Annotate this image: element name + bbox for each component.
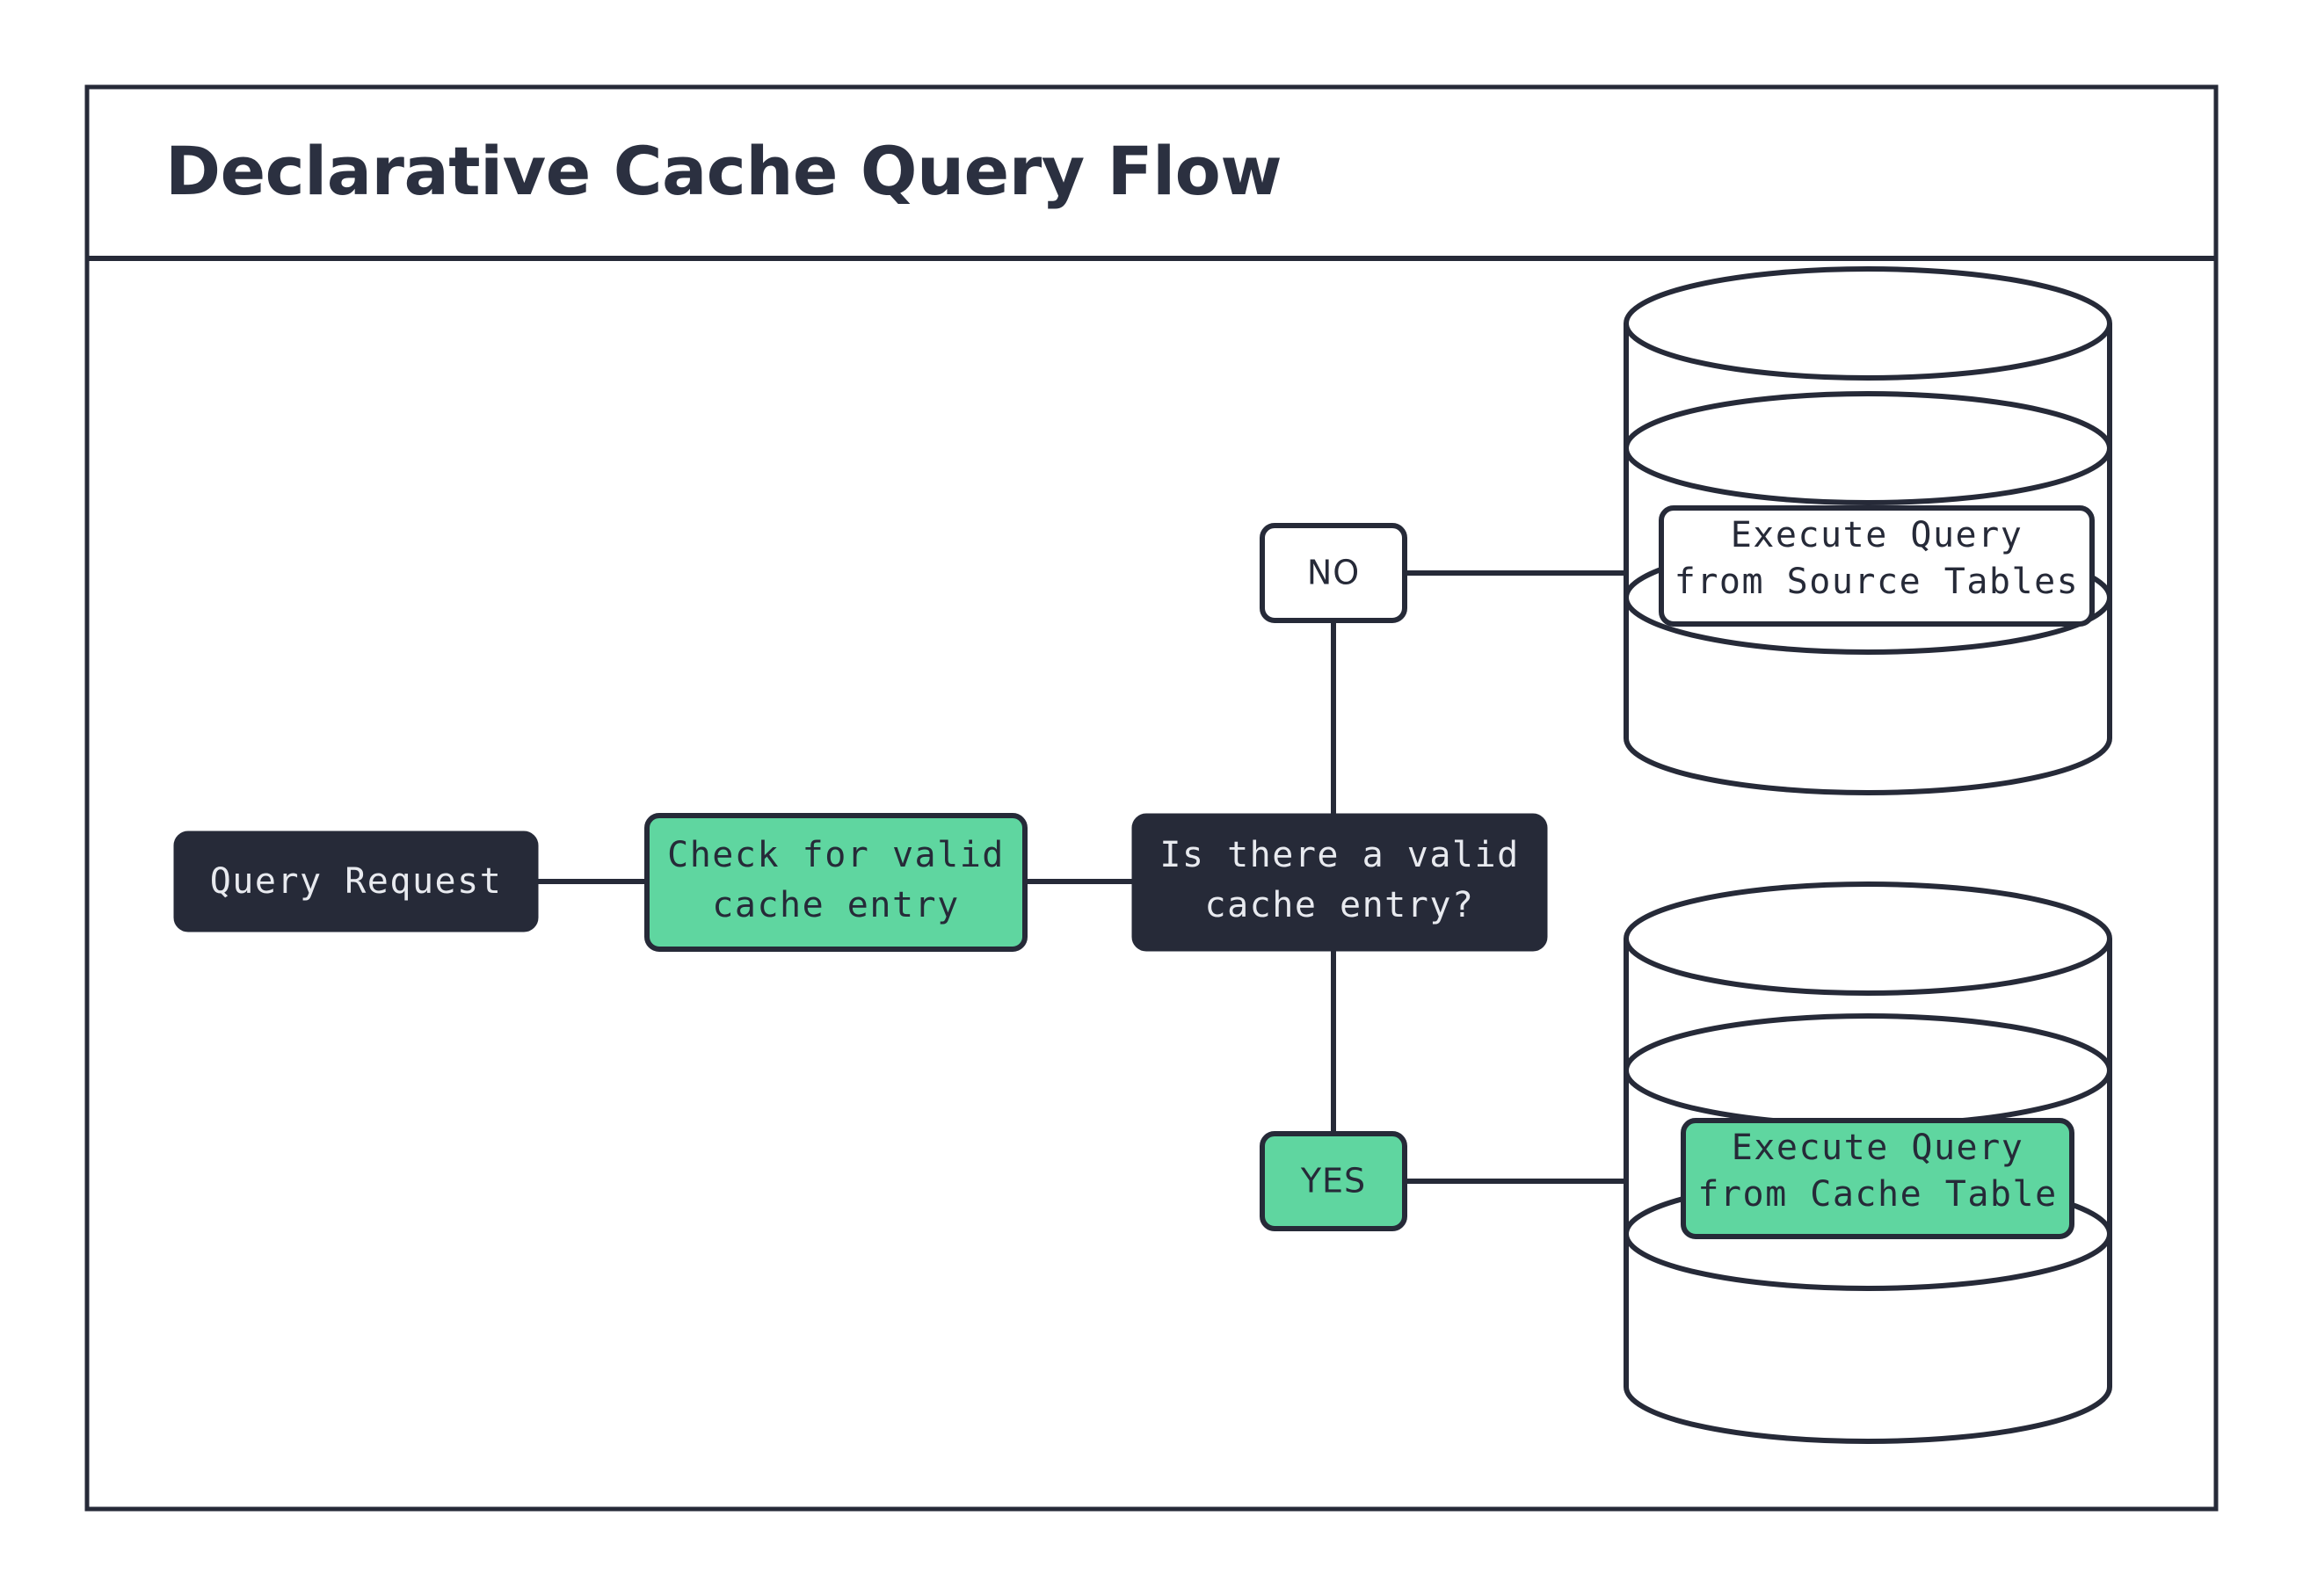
check-cache-box[interactable]: [644, 813, 1028, 952]
cache-table-db-node[interactable]: Execute Query from Cache Table: [1681, 1118, 2074, 1239]
yes-label-text: YES: [1300, 1162, 1366, 1201]
cache-table-db-label-line2: from Cache Table: [1697, 1174, 2057, 1215]
decision-label-line2: cache entry?: [1205, 885, 1475, 925]
cache-table-db-box[interactable]: [1681, 1118, 2074, 1239]
source-tables-db-label-line2: from Source Tables: [1675, 562, 2079, 602]
decision-node[interactable]: Is there a valid cache entry?: [1131, 813, 1548, 952]
query-request-node[interactable]: Query Request: [173, 831, 539, 932]
check-cache-node[interactable]: Check for valid cache entry: [644, 813, 1028, 952]
edge-label-no[interactable]: NO: [1260, 523, 1407, 623]
page-title: Declarative Cache Query Flow: [165, 132, 1282, 210]
query-request-box[interactable]: [173, 831, 539, 932]
source-tables-db-node[interactable]: Execute Query from Source Tables: [1659, 505, 2095, 627]
no-label-box[interactable]: [1260, 523, 1407, 623]
decision-box[interactable]: [1131, 813, 1548, 952]
source-tables-db-label-line1: Execute Query: [1731, 515, 2023, 555]
diagram-frame: [84, 84, 2219, 1512]
source-tables-db-box[interactable]: [1659, 505, 2095, 627]
query-request-label: Query Request: [210, 861, 503, 902]
cache-table-cylinder: [1624, 881, 2112, 1444]
no-label-text: NO: [1307, 554, 1360, 592]
check-cache-label-line2: cache entry: [712, 885, 959, 925]
source-tables-cylinder: [1624, 266, 2112, 795]
yes-label-box[interactable]: [1260, 1131, 1407, 1231]
edge-label-yes[interactable]: YES: [1260, 1131, 1407, 1231]
decision-label-line1: Is there a valid: [1159, 835, 1519, 875]
cache-table-db-label-line1: Execute Query: [1732, 1128, 2024, 1168]
check-cache-label-line1: Check for valid: [667, 835, 1005, 875]
